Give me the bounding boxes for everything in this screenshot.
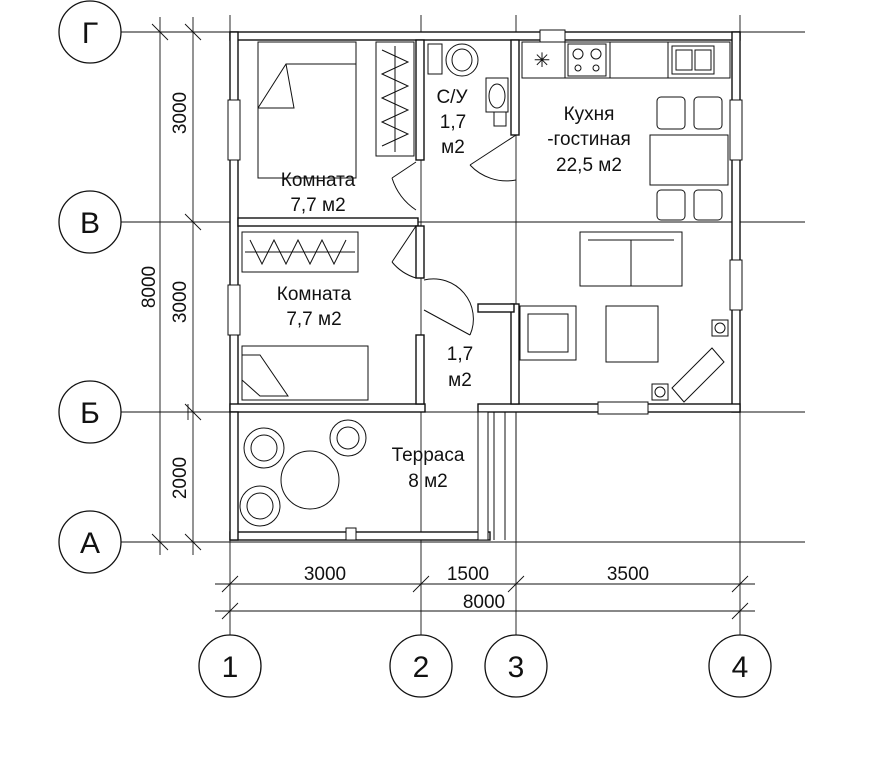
axis-label-row: В — [80, 207, 100, 240]
bedroom-top-name: Комната — [281, 170, 356, 191]
terrace-area: 8 м2 — [408, 471, 447, 492]
stove — [567, 43, 607, 77]
bathroom-fixtures — [427, 43, 509, 127]
dining-table — [649, 134, 729, 186]
coffee-table — [605, 305, 659, 363]
hall-area-value: 1,7 — [447, 344, 473, 365]
axis-marker-row-a: А — [58, 510, 122, 574]
dimension-label-bottom: 3500 — [607, 564, 649, 585]
terrace — [229, 411, 517, 541]
room-labels: С/У 1,7 м2 Кухня -гостиная 22,5 м2 Комна… — [277, 87, 631, 492]
bedroom-bottom-area: 7,7 м2 — [286, 309, 341, 330]
kitchen-sink — [671, 45, 715, 75]
axis-marker-row-b: Б — [58, 380, 122, 444]
chair — [656, 189, 686, 221]
kitchen-furniture: ✳ — [521, 41, 731, 221]
axis-label-row: А — [80, 527, 100, 560]
bedroom-bottom-name: Комната — [277, 284, 352, 305]
axis-label-column: 2 — [413, 651, 430, 684]
bed — [257, 41, 357, 179]
axis-marker-col-3: 3 — [484, 634, 548, 698]
chair — [693, 189, 723, 221]
bathroom-area-value: 1,7 — [440, 112, 466, 133]
left-dimensions: 3000 3000 2000 8000 — [139, 17, 202, 555]
dimension-label-bottom: 3000 — [304, 564, 346, 585]
dimension-label-left-total: 8000 — [139, 266, 160, 308]
floor-lamp — [711, 319, 729, 337]
dimension-label-left: 2000 — [170, 457, 191, 499]
tank — [427, 43, 443, 75]
dimension-label-bottom: 1500 — [447, 564, 489, 585]
axis-marker-row-g: Г — [58, 0, 122, 64]
armchair — [519, 305, 577, 361]
kitchen-area: 22,5 м2 — [556, 155, 622, 176]
terrace-name: Терраса — [392, 445, 465, 466]
fan-icon: ✳ — [534, 50, 551, 72]
bathroom-name: С/У — [436, 87, 468, 108]
kitchen-name: Кухня — [564, 104, 615, 125]
hall-area-unit: м2 — [448, 370, 472, 391]
bathroom-area-unit: м2 — [441, 137, 465, 158]
doors — [391, 134, 517, 336]
axis-label-row: Г — [82, 17, 98, 50]
dimension-label-left: 3000 — [170, 281, 191, 323]
axis-label-column: 3 — [508, 651, 525, 684]
column-axis-markers: 1 2 3 4 — [198, 634, 772, 698]
axis-label-column: 4 — [732, 651, 749, 684]
axis-marker-col-1: 1 — [198, 634, 262, 698]
terrace-chair — [239, 485, 281, 527]
terrace-chair — [329, 419, 367, 457]
chair — [693, 96, 723, 130]
axis-label-row: Б — [80, 397, 100, 430]
axis-marker-col-2: 2 — [389, 634, 453, 698]
bottom-dimensions: 3000 1500 3500 8000 — [215, 564, 755, 620]
dimension-label-bottom-total: 8000 — [463, 592, 505, 613]
bedroom-bottom-furniture — [241, 231, 369, 401]
axis-marker-col-4: 4 — [708, 634, 772, 698]
walls — [227, 29, 743, 415]
bedroom-top-furniture — [257, 41, 415, 179]
floor-lamp — [651, 383, 669, 401]
dimension-label-left: 3000 — [170, 92, 191, 134]
terrace-chair — [243, 427, 285, 469]
axis-marker-row-v: В — [58, 190, 122, 254]
axis-label-column: 1 — [222, 651, 239, 684]
terrace-table — [280, 450, 340, 510]
tv-unit — [671, 347, 725, 403]
kitchen-name-line2: -гостиная — [547, 129, 631, 150]
chair — [656, 96, 686, 130]
bed — [241, 345, 369, 401]
living-furniture — [519, 231, 729, 403]
bedroom-top-area: 7,7 м2 — [290, 195, 345, 216]
row-axis-markers: Г В Б А — [58, 0, 122, 574]
